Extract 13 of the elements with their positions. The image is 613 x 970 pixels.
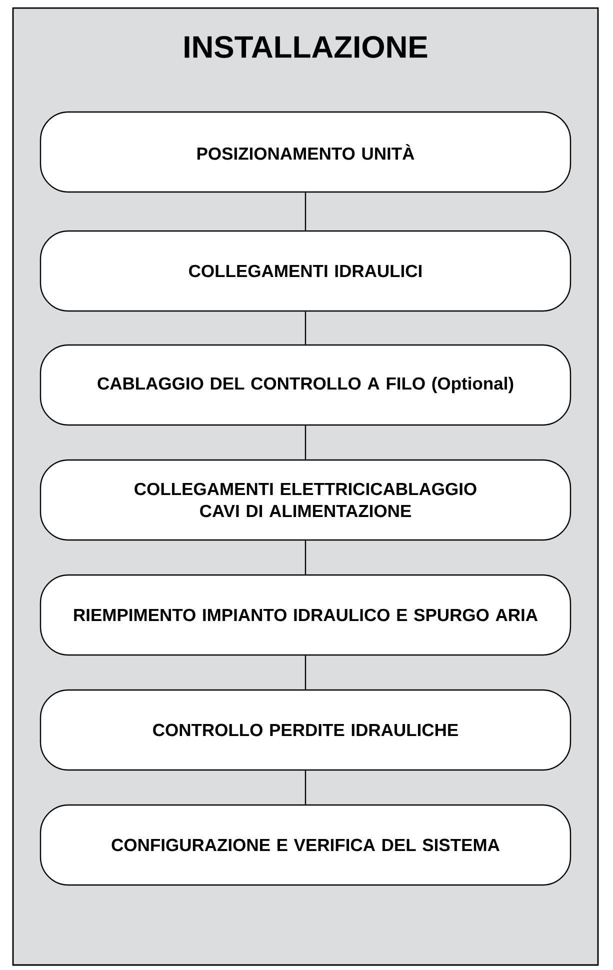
connector-line (304, 656, 306, 690)
connector-line (304, 426, 306, 460)
step-box: COLLEGAMENTI IDRAULICI (40, 230, 572, 312)
connector-line (304, 192, 306, 230)
connector-line (304, 312, 306, 344)
step-box: POSIZIONAMENTO UNITÀ (40, 111, 572, 193)
step-box: COLLEGAMENTI ELETTRICICABLAGGIO CAVI DI ALIMENTAZIONE (40, 459, 572, 541)
step-box: CABLAGGIO DEL CONTROLLO A FILO (Optional) (40, 344, 572, 426)
step-box: RIEMPIMENTO IMPIANTO IDRAULICO E SPURGO ARIA (40, 574, 572, 656)
step-box: CONTROLLO PERDITE IDRAULICHE (40, 689, 572, 771)
connector-line (304, 540, 306, 574)
step-box: CONFIGURAZIONE E VERIFICA DEL SISTEMA (40, 804, 572, 886)
connector-line (304, 770, 306, 804)
